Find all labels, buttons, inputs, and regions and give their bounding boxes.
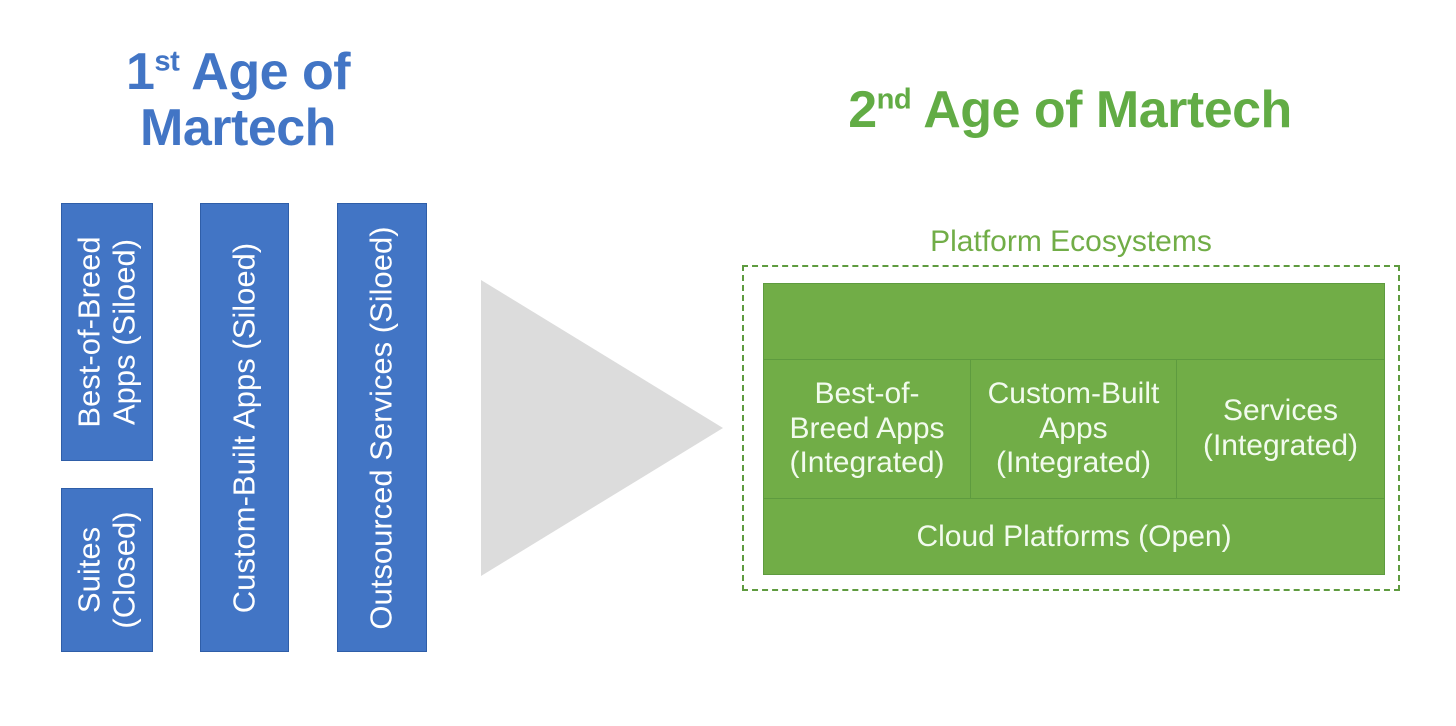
bar-suites-closed: Suites (Closed) — [61, 488, 153, 652]
bar-label: Outsourced Services (Siloed) — [363, 225, 399, 630]
bar-outsourced-services-siloed: Outsourced Services (Siloed) — [337, 203, 427, 652]
bar-label: Best-of-Breed Apps (Siloed) — [71, 236, 141, 428]
right-title-rest: Age of Martech — [911, 81, 1292, 139]
cell-cloud-platforms-open: Cloud Platforms (Open) — [916, 519, 1232, 553]
left-section-title: 1st Age of Martech — [58, 44, 418, 156]
right-title-ordinal-suffix: nd — [876, 83, 912, 116]
cell-custom-built-apps-integrated: Custom-Built Apps (Integrated) — [971, 360, 1177, 498]
cell-best-of-breed-apps-integrated: Best-of- Breed Apps (Integrated) — [764, 360, 971, 498]
bar-custom-built-apps-siloed: Custom-Built Apps (Siloed) — [200, 203, 289, 652]
left-title-rest: Age of Martech — [140, 43, 364, 158]
right-section-title: 2nd Age of Martech — [790, 82, 1350, 138]
platform-ecosystems-label: Platform Ecosystems — [930, 225, 1212, 258]
platform-stack: Best-of- Breed Apps (Integrated) Custom-… — [763, 283, 1385, 575]
platform-top-band — [764, 284, 1384, 360]
bar-label: Custom-Built Apps (Siloed) — [226, 242, 262, 613]
cell-services-integrated: Services (Integrated) — [1202, 394, 1359, 462]
bar-label: Suites (Closed) — [71, 511, 141, 629]
platform-columns-row: Best-of- Breed Apps (Integrated) Custom-… — [764, 360, 1384, 499]
left-title-ordinal-suffix: st — [154, 45, 180, 78]
transition-arrow-icon — [481, 280, 723, 576]
right-title-lead: 2 — [848, 81, 877, 139]
left-title-lead: 1 — [125, 43, 155, 101]
bar-best-of-breed-apps-siloed: Best-of-Breed Apps (Siloed) — [61, 203, 153, 461]
